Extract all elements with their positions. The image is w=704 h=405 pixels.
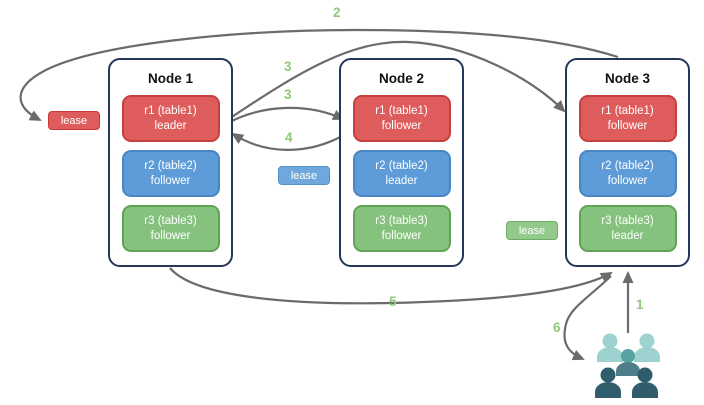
replica-r2-follower: r2 (table2) follower: [578, 150, 677, 197]
replica-role: follower: [607, 174, 648, 187]
step-number-2: 2: [333, 5, 341, 20]
replica-r2-follower: r2 (table2) follower: [121, 150, 220, 197]
replica-name: r3 (table3): [601, 214, 654, 227]
replica-role: follower: [607, 119, 648, 132]
node-3: Node 3 r1 (table1) follower r2 (table2) …: [565, 58, 690, 267]
replica-name: r3 (table3): [144, 214, 197, 227]
step-number-3b: 3: [284, 87, 292, 102]
replica-list: r1 (table1) follower r2 (table2) followe…: [578, 95, 677, 252]
replica-list: r1 (table1) leader r2 (table2) follower …: [121, 95, 220, 252]
replica-r3-follower: r3 (table3) follower: [352, 205, 451, 252]
replica-name: r2 (table2): [601, 159, 654, 172]
lease-tag-table1: lease: [48, 111, 100, 130]
lease-tag-table2: lease: [278, 166, 330, 185]
lease-tag-table3: lease: [506, 221, 558, 240]
replica-name: r2 (table2): [144, 159, 197, 172]
node-title: Node 2: [378, 71, 424, 86]
step-number-1: 1: [636, 297, 644, 312]
replica-list: r1 (table1) follower r2 (table2) leader …: [352, 95, 451, 252]
step-number-3a: 3: [284, 59, 292, 74]
replica-role: leader: [385, 174, 418, 187]
replica-role: leader: [611, 229, 644, 242]
replica-role: follower: [150, 229, 191, 242]
people-group-icon: [595, 333, 660, 398]
node-title: Node 1: [147, 71, 193, 86]
replica-r3-follower: r3 (table3) follower: [121, 205, 220, 252]
step-number-6: 6: [553, 320, 561, 335]
replica-r1-follower: r1 (table1) follower: [352, 95, 451, 142]
replica-name: r3 (table3): [375, 214, 428, 227]
replica-role: follower: [381, 229, 422, 242]
replica-r2-leader: r2 (table2) leader: [352, 150, 451, 197]
node-1: Node 1 r1 (table1) leader r2 (table2) fo…: [108, 58, 233, 267]
node-2: Node 2 r1 (table1) follower r2 (table2) …: [339, 58, 464, 267]
arrow-step-6: [563, 275, 612, 361]
replica-role: follower: [381, 119, 422, 132]
step-number-5: 5: [389, 294, 397, 309]
replica-name: r2 (table2): [375, 159, 428, 172]
replica-name: r1 (table1): [375, 104, 428, 117]
replica-role: leader: [154, 119, 187, 132]
step-number-4: 4: [285, 130, 293, 145]
replica-role: follower: [150, 174, 191, 187]
arrow-step-3-to-node2: [225, 106, 345, 125]
node-title: Node 3: [604, 71, 650, 86]
replica-name: r1 (table1): [601, 104, 654, 117]
replica-r3-leader: r3 (table3) leader: [578, 205, 677, 252]
replica-r1-leader: r1 (table1) leader: [121, 95, 220, 142]
replica-name: r1 (table1): [144, 104, 197, 117]
replica-r1-follower: r1 (table1) follower: [578, 95, 677, 142]
